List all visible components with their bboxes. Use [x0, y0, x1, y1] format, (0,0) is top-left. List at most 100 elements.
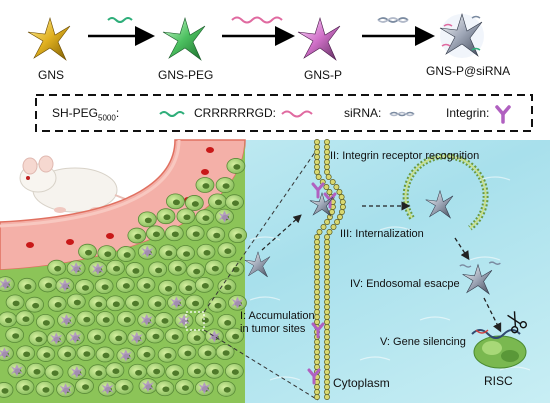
- cell-nucleus: [134, 233, 142, 240]
- cell-nucleus: [121, 384, 129, 391]
- lipid-head: [324, 334, 330, 340]
- integrin-receptor: [311, 182, 325, 199]
- cell-nucleus: [201, 317, 209, 324]
- cell-nucleus: [232, 266, 240, 273]
- lipid-head: [324, 389, 330, 395]
- lipid-head: [324, 269, 330, 275]
- lipid-head: [324, 249, 330, 255]
- cell-nucleus: [102, 352, 110, 359]
- released-nanoparticle: [459, 261, 501, 295]
- cell-nucleus: [32, 302, 40, 309]
- cell-nucleus: [143, 351, 151, 358]
- cell-nucleus: [185, 285, 193, 292]
- cell-nucleus: [193, 335, 201, 341]
- legend-integrin-icon: [495, 105, 511, 124]
- cell-nucleus: [213, 232, 221, 239]
- lipid-head: [324, 299, 330, 305]
- peg-chain-icon: [107, 17, 133, 23]
- accumulated-nanoparticle: [58, 279, 71, 292]
- cell-nucleus: [184, 350, 192, 357]
- lipid-head: [314, 304, 320, 310]
- lipid-head: [314, 259, 320, 265]
- free-nanoparticle: [244, 250, 271, 278]
- accumulated-nanoparticle: [170, 296, 183, 309]
- cell-nucleus: [54, 265, 62, 272]
- cell-nucleus: [112, 368, 120, 375]
- accumulated-nanoparticle: [70, 262, 83, 275]
- cell-nucleus: [22, 385, 30, 391]
- lipid-head: [324, 144, 330, 150]
- arrow-to-membrane: [261, 214, 302, 251]
- lipid-head: [324, 394, 330, 400]
- lipid-head: [324, 384, 330, 390]
- lipid-head: [323, 184, 330, 190]
- lipid-head: [320, 224, 327, 230]
- cell-nucleus: [43, 352, 51, 358]
- lipid-head: [324, 279, 330, 285]
- accumulated-nanoparticle: [60, 314, 73, 327]
- lipid-head: [314, 294, 320, 300]
- cytoplasm-label: Cytoplasm: [333, 376, 390, 390]
- lipid-head: [314, 279, 320, 285]
- lipid-head: [339, 199, 346, 205]
- cell-nucleus: [201, 283, 209, 289]
- lipid-head: [314, 244, 320, 250]
- lipid-head: [324, 274, 330, 280]
- cell-nucleus: [152, 333, 160, 340]
- cell-nucleus: [232, 333, 240, 340]
- lipid-head: [314, 319, 320, 325]
- cell-nucleus: [223, 387, 231, 393]
- cell-nucleus: [45, 282, 53, 289]
- cell-nucleus: [95, 370, 103, 376]
- cell-nucleus: [122, 283, 130, 289]
- accumulated-nanoparticle: [119, 349, 132, 362]
- cell-nucleus: [73, 299, 81, 306]
- lipid-head: [314, 344, 320, 350]
- endosome: [402, 153, 489, 231]
- accumulation-label-line2: in tumor sites: [240, 323, 306, 335]
- lipid-head: [314, 339, 320, 345]
- step-label-gns-p-sirna: GNS-P@siRNA: [426, 64, 511, 78]
- lipid-head: [314, 349, 320, 355]
- cell-nucleus: [24, 284, 32, 290]
- cell-nucleus: [181, 385, 189, 391]
- accumulated-nanoparticle: [91, 263, 104, 276]
- cell-nucleus: [224, 284, 232, 291]
- lipid-head: [324, 369, 330, 375]
- lipid-head: [314, 394, 320, 400]
- zoom-line-top: [203, 147, 319, 313]
- legend-sirna-label: siRNA:: [344, 106, 382, 120]
- cell-nucleus: [191, 201, 199, 207]
- lipid-head: [324, 139, 330, 145]
- lipid-head: [314, 309, 320, 315]
- cell-nucleus: [95, 301, 103, 308]
- cell-nucleus: [163, 214, 171, 221]
- accumulated-nanoparticle: [218, 210, 231, 223]
- lipid-head: [326, 189, 333, 195]
- cell-nucleus: [233, 164, 241, 170]
- accumulated-nanoparticle: [140, 313, 153, 326]
- cell-nucleus: [42, 387, 50, 393]
- cell-nucleus: [82, 285, 90, 291]
- lipid-head: [328, 209, 335, 215]
- lipid-head: [324, 234, 330, 240]
- lipid-head: [315, 174, 322, 180]
- lipid-head: [314, 384, 320, 390]
- cell-nucleus: [152, 231, 160, 238]
- lipid-head: [314, 274, 320, 280]
- cell-nucleus: [12, 300, 20, 307]
- step-label-gns-peg: GNS-PEG: [158, 68, 214, 82]
- lipid-head: [314, 154, 320, 160]
- stage-5-label: V: Gene silencing: [380, 336, 466, 348]
- cell-nucleus: [83, 316, 91, 323]
- cell-nucleus: [161, 318, 169, 324]
- cell-nucleus: [162, 386, 170, 393]
- lipid-head: [329, 179, 336, 185]
- lipid-head: [333, 184, 340, 190]
- cell-nucleus: [211, 368, 219, 375]
- lipid-head: [314, 314, 320, 320]
- cell-nucleus: [232, 200, 240, 206]
- cell-nucleus: [22, 316, 30, 323]
- cell-nucleus: [171, 334, 179, 340]
